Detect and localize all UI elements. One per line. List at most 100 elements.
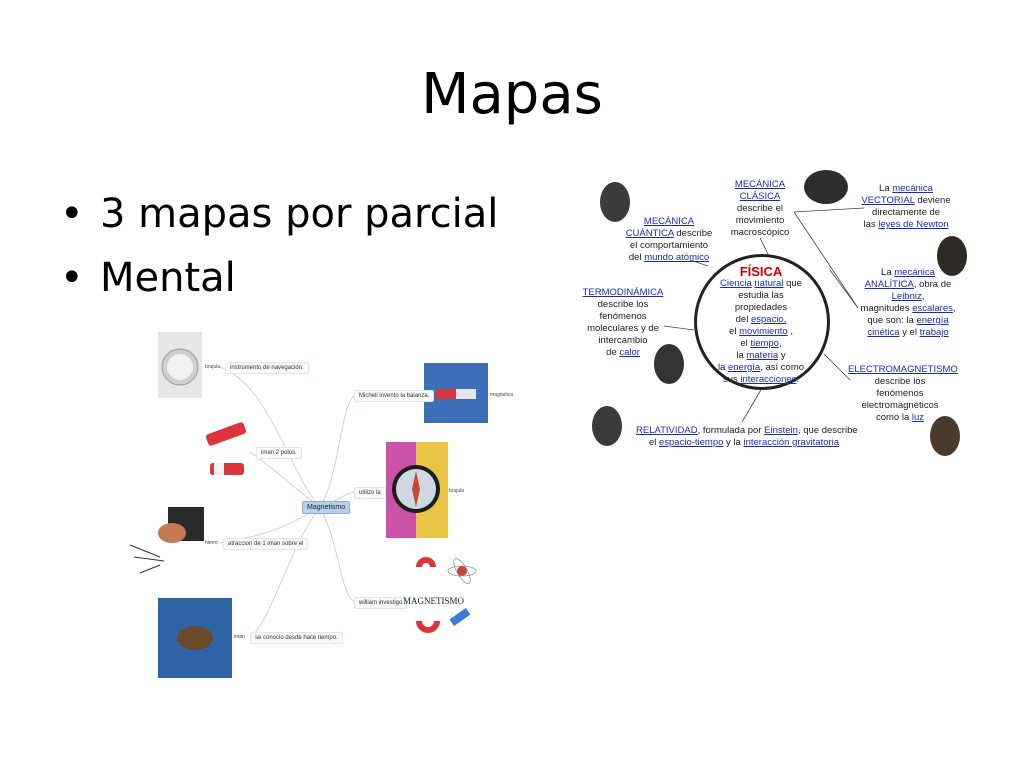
text: ,	[952, 303, 956, 314]
link-materia[interactable]: materia	[746, 350, 779, 361]
node-mecanica-clasica: MECÁNICA CLÁSICA describe el movimiento …	[720, 179, 800, 239]
link-mecanica[interactable]: mecánica	[892, 183, 933, 194]
text: intercambio	[598, 335, 648, 346]
node-mecanica-vectorial: La mecánica VECTORIAL deviene directamen…	[858, 183, 954, 231]
text: , así como	[760, 362, 805, 373]
mind-map-label: magnetica	[490, 392, 514, 398]
link-einstein[interactable]: Einstein	[764, 425, 798, 436]
mind-map-node: iman 2 polos.	[256, 447, 302, 459]
text: fenómenos	[599, 311, 647, 322]
mind-map-label: iman	[234, 634, 245, 640]
link-calor[interactable]: calor	[619, 347, 640, 358]
text: describe los	[597, 299, 649, 310]
hand-image	[129, 507, 204, 574]
bullet-list: 3 mapas por parcial Mental	[60, 186, 498, 314]
link-mundo-atomico[interactable]: mundo atómico	[644, 252, 710, 263]
text: estudia las	[738, 290, 784, 301]
physics-circle	[694, 254, 830, 390]
text: macroscópico	[730, 227, 790, 238]
mind-map-node: Michell invento la balanza.	[354, 390, 435, 402]
link-luz[interactable]: luz	[911, 412, 925, 423]
link-interacciones[interactable]: interacciones	[740, 374, 797, 385]
link-leibniz[interactable]: Leibniz	[891, 291, 922, 302]
text: como la	[875, 412, 910, 423]
text: del	[628, 252, 642, 263]
link-interaccion-gravitatoria[interactable]: interacción gravitatoria	[743, 437, 840, 448]
slide-title: Mapas	[421, 62, 603, 127]
physics-center-text: FÍSICA Ciencia natural que estudia las p…	[698, 265, 824, 386]
portrait-image	[592, 406, 622, 446]
link-tiempo[interactable]: tiempo	[750, 338, 779, 349]
link-ciencia[interactable]: Ciencia	[720, 278, 752, 289]
text: de	[606, 347, 617, 358]
link-mecanica[interactable]: MECÁNICA	[734, 179, 786, 190]
text: ,	[778, 338, 782, 349]
link-energia[interactable]: energía	[916, 315, 949, 326]
mind-map-node: utilizo la	[354, 487, 386, 499]
portrait-image	[654, 344, 684, 384]
text: y	[780, 350, 786, 361]
iron-filings-image	[158, 598, 232, 678]
link-cinetica[interactable]: cinética	[867, 327, 900, 338]
link-cuantica[interactable]: CUÁNTICA	[625, 228, 674, 239]
mind-map-center: Magnetismo	[302, 501, 351, 514]
link-clasica[interactable]: CLÁSICA	[739, 191, 781, 202]
link-vectorial[interactable]: VECTORIAL	[861, 195, 915, 206]
text: fenómenos	[876, 388, 924, 399]
link-escalares[interactable]: escalares	[912, 303, 953, 314]
text: el	[740, 338, 748, 349]
text: , formulada por	[697, 425, 762, 436]
text: , que describe	[797, 425, 858, 436]
text: movimiento	[735, 215, 785, 226]
text: sus	[722, 374, 738, 385]
portrait-image	[930, 416, 960, 456]
text: el comportamiento	[629, 240, 709, 251]
link-espacio[interactable]: espacio,	[750, 314, 787, 325]
mind-map-node: instrumento de navegación.	[225, 362, 309, 374]
bullet-item: Mental	[60, 250, 498, 314]
text: moleculares y de	[587, 323, 659, 334]
link-mecanica[interactable]: MECÁNICA	[643, 216, 695, 227]
link-termodinamica[interactable]: TERMODINÁMICA	[582, 287, 664, 298]
text: deviene	[917, 195, 951, 206]
text: describe	[676, 228, 713, 239]
text: del	[735, 314, 749, 325]
mind-map-node: atraccion de 1 iman sobre el	[223, 538, 309, 550]
portrait-image	[804, 170, 848, 204]
text: el	[648, 437, 657, 448]
mind-map-label: hierro	[205, 540, 218, 546]
text: .	[796, 374, 800, 385]
text: describe el	[737, 203, 783, 214]
concept-map-image: FÍSICA Ciencia natural que estudia las p…	[582, 170, 977, 465]
text: y el	[902, 327, 917, 338]
link-electromagnetismo[interactable]: ELECTROMAGNETISMO	[848, 364, 958, 375]
link-trabajo[interactable]: trabajo	[919, 327, 949, 338]
magnet-collage-image	[416, 557, 477, 633]
mind-map-image: instrumento de navegación. brujula iman …	[120, 325, 520, 685]
mind-map-node: william investigo	[354, 597, 408, 609]
text: , obra de	[913, 279, 952, 290]
mind-map-label: brujula	[449, 488, 465, 494]
mind-map-label: brujula	[205, 364, 221, 370]
node-relatividad: RELATIVIDAD, formulada por Einstein, que…	[636, 425, 858, 449]
link-relatividad[interactable]: RELATIVIDAD	[636, 425, 698, 436]
link-movimiento[interactable]: movimiento	[739, 326, 788, 337]
mind-map-node: se conocio desde hace tiempo.	[250, 632, 343, 644]
text: ,	[790, 326, 793, 337]
link-analitica[interactable]: ANALÍTICA	[864, 279, 914, 290]
link-espacio-tiempo[interactable]: espacio-tiempo	[658, 437, 724, 448]
node-termodinamica: TERMODINÁMICA describe los fenómenos mol…	[582, 287, 664, 359]
link-mecanica[interactable]: mecánica	[894, 267, 935, 278]
text: electromagnéticos	[861, 400, 939, 411]
link-leyes-newton[interactable]: leyes de Newton	[878, 219, 949, 230]
text: que son: la	[867, 315, 914, 326]
node-electromagnetismo: ELECTROMAGNETISMO describe los fenómenos…	[848, 364, 958, 424]
portrait-image	[600, 182, 630, 222]
text: la	[717, 362, 726, 373]
compass-image	[158, 332, 202, 398]
link-energia[interactable]: energía	[727, 362, 761, 373]
link-natural[interactable]: natural	[754, 278, 784, 289]
text: La	[881, 267, 892, 278]
text: y la	[726, 437, 741, 448]
text: directamente de	[871, 207, 941, 218]
